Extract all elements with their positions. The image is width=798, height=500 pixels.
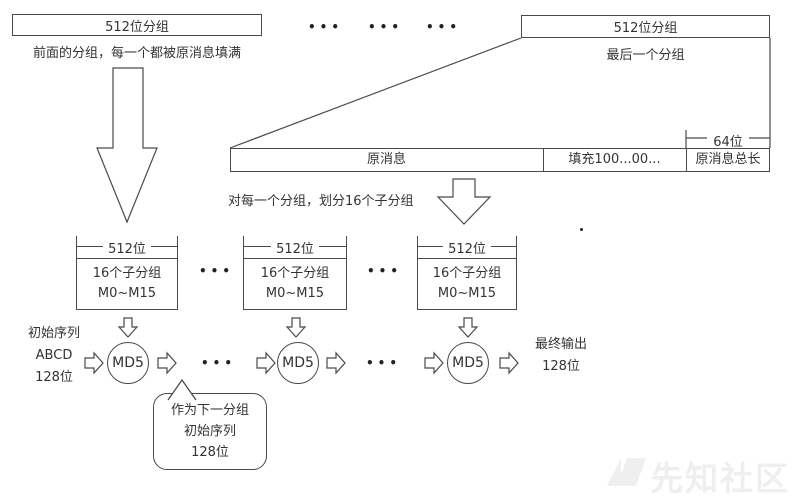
sub-block-1-dim-label: 512位 (103, 237, 151, 257)
md5-label-1: MD5 (112, 355, 144, 371)
right-arrow-4 (326, 351, 346, 375)
sub-block-3-dim: 512位 (417, 236, 517, 258)
sub-block-3-dim-label: 512位 (443, 237, 491, 257)
sub-block-3-line2: M0~M15 (437, 286, 497, 301)
sub-block-1-dim: 512位 (76, 236, 178, 258)
small-down-arrow-3 (457, 317, 479, 338)
initial-vector-label: 初始序列 ABCD 128位 (14, 323, 94, 389)
chain-ellipsis-1: ••• (201, 356, 237, 370)
sub-block-1-line2: M0~M15 (97, 286, 157, 301)
md5-label-2: MD5 (282, 355, 314, 371)
top-ellipsis-3: ••• (426, 20, 462, 34)
medium-down-arrow (436, 178, 492, 225)
message-bar-divider-1 (543, 148, 544, 172)
md5-circle-3: MD5 (447, 342, 489, 384)
dim-64bit-label: 64位 (713, 135, 743, 150)
initial-line3: 128位 (35, 370, 73, 385)
top-right-caption: 最后一个分组 (606, 48, 685, 63)
right-arrow-2 (157, 351, 177, 375)
final-line2: 128位 (542, 359, 580, 374)
top-left-512-label: 512位分组 (105, 19, 169, 35)
sub-block-1: 512位 16个子分组 M0~M15 (76, 236, 178, 310)
bar-segment-length: 原消息总长 (695, 152, 761, 167)
stray-dot (580, 228, 583, 231)
chain-ellipsis-2: ••• (366, 356, 402, 370)
message-bar (230, 148, 770, 172)
sub-block-3-line1: 16个子分组 (432, 266, 502, 281)
mid-ellipsis-1: ••• (199, 264, 235, 278)
final-output-label: 最终输出 128位 (521, 334, 601, 378)
sub-block-2-dim-label: 512位 (271, 237, 319, 257)
next-group-bubble: 作为下一分组 初始序列 128位 (153, 393, 267, 470)
small-down-arrow-1 (117, 317, 139, 338)
funnel-left-line (229, 37, 522, 149)
top-ellipsis-2: ••• (368, 20, 404, 34)
sub-block-3-body: 16个子分组 M0~M15 (417, 258, 517, 310)
bubble-line3: 128位 (191, 445, 229, 460)
bubble-line2: 初始序列 (183, 424, 236, 439)
big-down-arrow (96, 67, 158, 224)
bar-segment-padding: 填充100...00... (568, 152, 661, 167)
watermark-text: 先知社区 (650, 459, 790, 498)
initial-line1: 初始序列 (27, 326, 80, 341)
top-ellipsis-1: ••• (308, 20, 344, 34)
md5-label-3: MD5 (452, 355, 484, 371)
initial-line2: ABCD (35, 348, 73, 363)
split-caption: 对每一个分组，划分16个子分组 (228, 194, 414, 209)
watermark-logo-icon (617, 458, 646, 486)
sub-block-2-body: 16个子分组 M0~M15 (243, 258, 347, 310)
right-arrow-6 (499, 351, 519, 375)
sub-block-2: 512位 16个子分组 M0~M15 (243, 236, 347, 310)
bar-segment-original: 原消息 (366, 152, 406, 167)
right-arrow-5 (424, 351, 444, 375)
bubble-line1: 作为下一分组 (170, 403, 249, 418)
sub-block-1-line1: 16个子分组 (92, 266, 162, 281)
md5-circle-2: MD5 (277, 342, 319, 384)
top-left-512-block: 512位分组 (12, 14, 262, 36)
small-down-arrow-2 (285, 317, 307, 338)
final-line1: 最终输出 (534, 337, 587, 352)
top-right-512-label: 512位分组 (613, 21, 678, 36)
message-bar-divider-2 (686, 148, 687, 172)
right-arrow-3 (256, 351, 276, 375)
sub-block-2-line2: M0~M15 (265, 286, 325, 301)
sub-block-3: 512位 16个子分组 M0~M15 (417, 236, 517, 310)
top-right-512-block: 512位分组 (521, 15, 770, 38)
sub-block-2-line1: 16个子分组 (260, 266, 330, 281)
right-arrow-1 (84, 351, 104, 375)
sub-block-2-dim: 512位 (243, 236, 347, 258)
watermark-logo-icon (607, 458, 621, 486)
top-left-caption: 前面的分组，每一个都被原消息填满 (32, 46, 241, 61)
md5-circle-1: MD5 (107, 342, 149, 384)
mid-ellipsis-2: ••• (367, 264, 403, 278)
sub-block-1-body: 16个子分组 M0~M15 (76, 258, 178, 310)
